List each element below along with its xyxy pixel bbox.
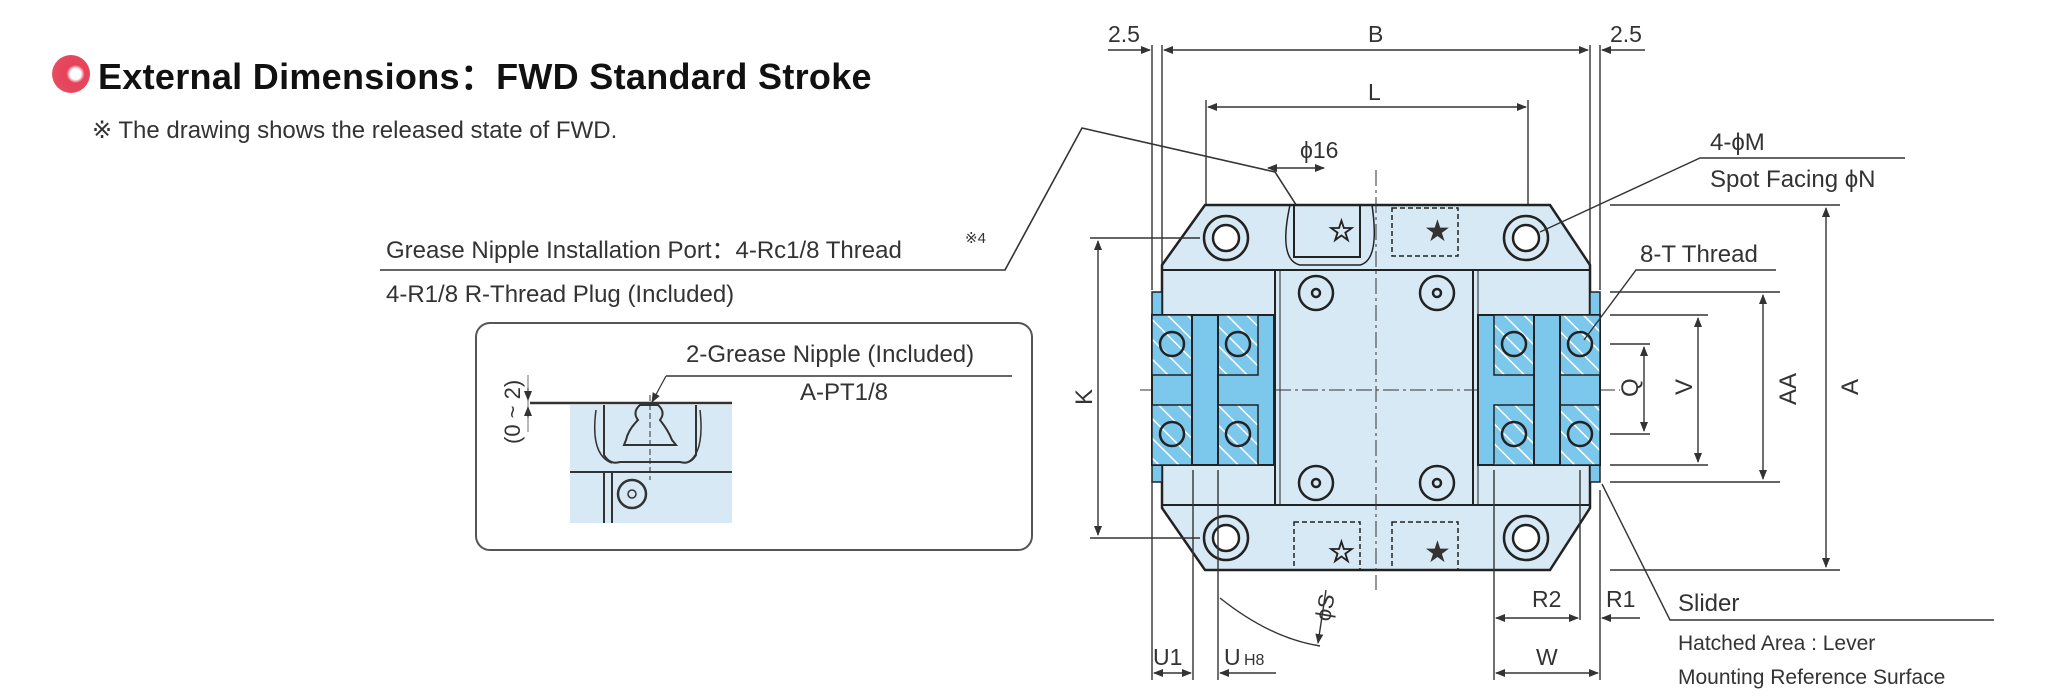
dim-v: V — [1671, 379, 1698, 395]
thread-hole-icon — [1566, 330, 1594, 358]
inset-gap-label: (0 ~ 2) — [500, 380, 525, 444]
star-filled-icon: ★ — [1424, 215, 1451, 248]
hatched-label-1: Hatched Area : Lever — [1678, 632, 1875, 655]
dim-left-margin: 2.5 — [1108, 21, 1140, 47]
thread-callout: 8-T Thread — [1583, 241, 1776, 341]
dim-right-margin: 2.5 — [1610, 21, 1642, 47]
right-dimensions — [1610, 204, 1840, 571]
dim-phis: ϕS — [1310, 592, 1339, 623]
hatched-label-2: Mounting Reference Surface — [1678, 666, 1945, 689]
slider-label: Slider — [1678, 590, 1739, 617]
inset-nipple-size: A-PT1/8 — [800, 379, 888, 406]
k-dimension — [1090, 237, 1200, 539]
star-open-icon: ☆ — [1328, 215, 1355, 248]
thread-hole-icon — [1566, 420, 1594, 448]
dim-w: W — [1536, 644, 1558, 670]
star-open-icon: ☆ — [1328, 536, 1355, 569]
inset-nipple-label: 2-Grease Nipple (Included) — [686, 341, 974, 368]
dim-l: L — [1368, 79, 1381, 105]
bottom-dimensions — [1151, 470, 1640, 680]
bullet-icon — [52, 55, 90, 93]
thread-hole-icon — [1224, 420, 1252, 448]
grease-port-callout: Grease Nipple Installation Port：4-Rc1/8 … — [380, 127, 1326, 308]
dim-phi16: ϕ16 — [1300, 137, 1338, 163]
thread-hole-icon — [1158, 420, 1186, 448]
grease-port-leader — [380, 127, 1326, 271]
thread-holes — [1158, 330, 1594, 448]
drawing-note: ※ The drawing shows the released state o… — [92, 117, 618, 144]
hole-icon — [1297, 464, 1335, 502]
counterbore-hole-icon — [1202, 214, 1250, 262]
plug-label: 4-R1/8 R-Thread Plug (Included) — [386, 281, 734, 308]
counterbore-hole-icon — [1202, 514, 1250, 562]
dim-b: B — [1368, 21, 1383, 47]
slider-callout: Slider Hatched Area : Lever Mounting Ref… — [1601, 483, 1994, 689]
hole-icon — [1418, 274, 1456, 312]
grease-port-footnote: ※4 — [965, 230, 986, 247]
section-title: External Dimensions：FWD Standard Stroke — [52, 48, 872, 100]
counterbore-hole-icon — [1502, 214, 1550, 262]
hole-icon — [1297, 274, 1335, 312]
spot-facing-callout: 4-ϕM Spot Facing ϕN — [1539, 129, 1905, 233]
dim-aa: AA — [1775, 373, 1802, 405]
star-filled-icon: ★ — [1424, 536, 1451, 569]
thread-hole-icon — [1224, 330, 1252, 358]
dim-r1: R1 — [1606, 586, 1635, 612]
hole-icon — [1418, 464, 1456, 502]
inset-hole-icon — [616, 478, 648, 510]
thread-hole-icon — [1500, 330, 1528, 358]
grease-nipple-inset: 2-Grease Nipple (Included) A-PT1/8 (0 ~ … — [475, 322, 1033, 551]
dim-u-tolerance: H8 — [1244, 652, 1265, 669]
title-text: External Dimensions：FWD Standard Stroke — [98, 56, 872, 97]
spot-facing-label: Spot Facing ϕN — [1710, 166, 1876, 193]
center-holes — [1297, 274, 1456, 502]
mounting-holes — [1202, 214, 1550, 562]
thread-hole-icon — [1500, 420, 1528, 448]
dim-u1: U1 — [1153, 644, 1182, 670]
thread-hole-icon — [1158, 330, 1186, 358]
thread-label: 8-T Thread — [1640, 241, 1758, 268]
counterbore-hole-icon — [1502, 514, 1550, 562]
dim-r2: R2 — [1532, 586, 1561, 612]
dim-u: U — [1224, 644, 1241, 670]
top-dimensions — [1108, 45, 1645, 290]
dim-q: Q — [1617, 378, 1644, 397]
grease-port-label: Grease Nipple Installation Port：4-Rc1/8 … — [386, 237, 902, 264]
fwd-body: ☆ ★ ☆ ★ — [1140, 170, 1620, 590]
dim-a: A — [1837, 379, 1864, 395]
spot-hole-label: 4-ϕM — [1710, 129, 1765, 156]
dim-k: K — [1071, 389, 1098, 405]
